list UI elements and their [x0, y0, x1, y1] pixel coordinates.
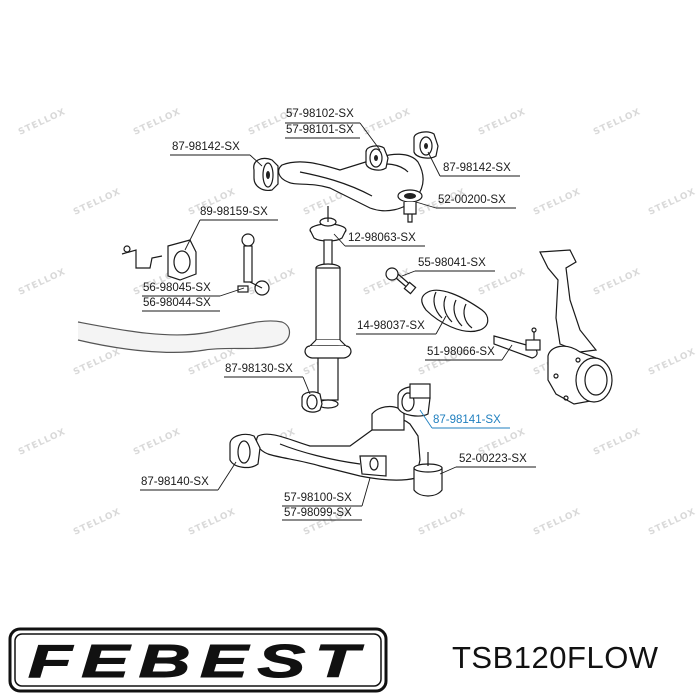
bushing-upper-right — [413, 131, 439, 159]
tie-rod-inner — [385, 267, 417, 295]
part-label: 87-98130-SX — [225, 363, 293, 375]
part-label: 56-98045-SX — [143, 282, 211, 294]
part-label: 14-98037-SX — [357, 320, 425, 332]
bushing-shock-lower — [301, 391, 323, 413]
stabilizer-bushing — [121, 239, 197, 281]
strut-mount — [309, 206, 347, 242]
part-label: 87-98140-SX — [141, 476, 209, 488]
part-label: 57-98100-SX — [284, 492, 352, 504]
part-label: 56-98044-SX — [143, 297, 211, 309]
shock-absorber — [304, 239, 352, 409]
tie-rod-end — [493, 327, 541, 359]
part-label: 87-98142-SX — [172, 141, 240, 153]
lower-ball-joint — [413, 452, 443, 497]
part-label: 55-98041-SX — [418, 257, 486, 269]
lower-control-arm — [255, 405, 421, 481]
part-label: 57-98099-SX — [284, 507, 352, 519]
brand-logo-text: FEBEST — [28, 635, 368, 687]
part-label: 52-00223-SX — [459, 453, 527, 465]
part-label: 51-98066-SX — [427, 346, 495, 358]
steering-boot — [421, 289, 489, 332]
febest-logo: FEBEST — [8, 627, 388, 693]
upper-control-arm — [278, 153, 424, 223]
part-label: 57-98101-SX — [286, 124, 354, 136]
stabilizer-bar — [77, 320, 291, 353]
part-label: 57-98102-SX — [286, 108, 354, 120]
part-label: 87-98142-SX — [443, 162, 511, 174]
stabilizer-link — [237, 233, 270, 296]
steering-knuckle — [539, 249, 613, 405]
bushing-lower-highlighted — [397, 383, 431, 417]
bushing-lower-left — [229, 433, 261, 469]
bushing-upper-mid — [365, 145, 389, 171]
bushing-upper-left — [253, 157, 279, 191]
part-code: TSB120FLOW — [452, 640, 659, 675]
part-label-highlighted: 87-98141-SX — [433, 414, 501, 426]
part-label: 52-00200-SX — [438, 194, 506, 206]
part-label: 89-98159-SX — [200, 206, 268, 218]
part-label: 12-98063-SX — [348, 232, 416, 244]
